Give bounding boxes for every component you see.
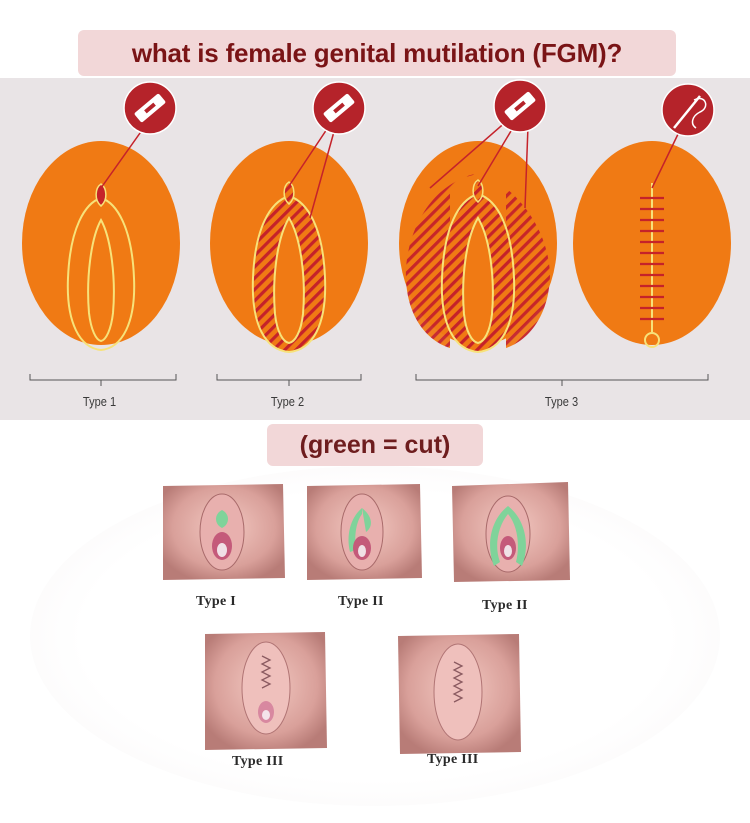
type-ii-label: Type II xyxy=(482,598,528,613)
cut-area xyxy=(216,510,228,528)
razor-blade-icon xyxy=(493,79,547,133)
type-ii-illustration xyxy=(452,482,570,582)
type-ii-illustration xyxy=(307,484,422,580)
pointer-lines xyxy=(100,119,681,219)
labia-outline xyxy=(66,196,136,352)
type3-label: Type 3 xyxy=(544,394,579,409)
type-i-label: Type I xyxy=(196,594,237,609)
schematic-diagram xyxy=(22,79,731,386)
title-banner: what is female genital mutilation (FGM)? xyxy=(78,30,676,76)
suture-marks xyxy=(260,655,272,689)
clitoris-cut-area xyxy=(95,183,107,207)
type1-diagram xyxy=(22,141,180,352)
needle-thread-icon xyxy=(661,83,715,137)
suture-marks xyxy=(452,661,464,703)
type3-stitched-diagram xyxy=(573,141,731,348)
type3-diagram xyxy=(399,141,557,354)
page-title: what is female genital mutilation (FGM)? xyxy=(131,37,623,68)
opening xyxy=(644,332,660,348)
illustrations xyxy=(163,482,570,754)
type2-label: Type 2 xyxy=(270,394,305,409)
type-ii-label: Type II xyxy=(338,594,384,609)
cut-area xyxy=(490,506,526,566)
type-brackets xyxy=(29,374,709,386)
type-iii-label: Type III xyxy=(427,752,479,767)
razor-blade-icon xyxy=(123,81,177,135)
vulva-oval xyxy=(22,141,180,345)
legend-text: (green = cut) xyxy=(299,430,451,459)
cut-area xyxy=(348,508,362,552)
razor-blade-icon xyxy=(312,81,366,135)
schematic-panel: Type 1 Type 2 Type 3 xyxy=(0,78,750,420)
type-iii-illustration xyxy=(398,634,521,754)
illustration-panel: Type I Type II Type II Type III Type III xyxy=(0,466,750,823)
type2-diagram xyxy=(210,141,368,354)
type-iii-label: Type III xyxy=(232,754,284,769)
type-i-illustration xyxy=(163,484,285,580)
stitches xyxy=(640,196,664,321)
type-iii-illustration xyxy=(205,632,327,750)
legend-banner: (green = cut) xyxy=(267,424,483,466)
type1-label: Type 1 xyxy=(82,394,117,409)
